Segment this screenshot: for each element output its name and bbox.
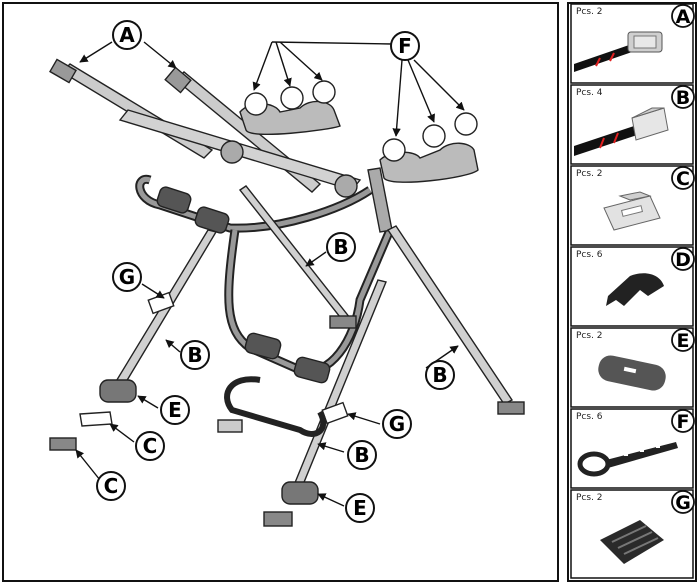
part-tile-b: Pcs. 4 B [570, 84, 695, 165]
part-tile-g: Pcs. 2 G [570, 489, 695, 579]
svg-text:G: G [675, 492, 691, 514]
svg-text:B: B [354, 443, 369, 467]
callout-g-left: G [112, 262, 142, 292]
svg-text:C: C [104, 474, 119, 498]
rack-drawing [49, 58, 525, 527]
callout-b-bottom: B [347, 440, 377, 470]
callout-e-right: E [345, 493, 375, 523]
callout-labels: A F B G B B E C [96, 20, 455, 523]
strap-holder-icon [606, 273, 664, 306]
callout-c-bottom: C [96, 471, 126, 501]
svg-text:B: B [187, 343, 202, 367]
svg-text:C: C [676, 168, 690, 190]
part-tile-a: Pcs. 2 A [570, 3, 695, 84]
callout-b-right: B [425, 360, 455, 390]
svg-text:F: F [677, 411, 690, 433]
part-tile-c: Pcs. 2 C [570, 165, 695, 246]
svg-text:F: F [398, 34, 412, 58]
svg-text:Pcs. 2: Pcs. 2 [576, 493, 603, 503]
part-tile-e: Pcs. 2 E [570, 327, 695, 408]
svg-text:Pcs. 2: Pcs. 2 [576, 7, 603, 17]
callout-f: F [390, 31, 420, 61]
rubber-strap-icon [577, 442, 678, 477]
svg-text:Pcs. 6: Pcs. 6 [576, 412, 603, 422]
ratchet-strap-icon [574, 31, 663, 72]
svg-text:Pcs. 4: Pcs. 4 [576, 88, 603, 98]
callout-b-left: B [180, 340, 210, 370]
callout-e-left: E [160, 395, 190, 425]
svg-text:A: A [676, 6, 691, 28]
hook-strap-icon [574, 107, 669, 156]
callout-c-middle: C [135, 431, 165, 461]
svg-text:E: E [353, 496, 367, 520]
svg-text:D: D [675, 249, 691, 271]
lower-webbing-loop [224, 376, 327, 437]
svg-text:G: G [119, 265, 135, 289]
metal-clip-icon [603, 191, 661, 231]
leader-arrows [75, 41, 465, 507]
foam-pad-icon [598, 355, 666, 391]
svg-text:Pcs. 2: Pcs. 2 [576, 331, 603, 341]
right-side-strap [386, 225, 514, 405]
parts-panel: Pcs. 2 A Pcs. 4 B [567, 2, 697, 582]
svg-text:C: C [143, 434, 158, 458]
svg-text:A: A [119, 23, 135, 47]
svg-text:G: G [389, 412, 405, 436]
main-diagram-frame [2, 2, 559, 582]
callout-a: A [112, 20, 142, 50]
svg-text:Pcs. 2: Pcs. 2 [576, 169, 603, 179]
callout-b-center: B [326, 232, 356, 262]
buckle-icon [600, 520, 664, 564]
part-tile-d: Pcs. 6 D [570, 246, 695, 327]
svg-text:E: E [677, 330, 690, 352]
part-tile-f: Pcs. 6 F [570, 408, 695, 489]
svg-text:B: B [676, 87, 690, 109]
svg-text:B: B [432, 363, 447, 387]
svg-text:Pcs. 6: Pcs. 6 [576, 250, 603, 260]
svg-text:E: E [168, 398, 182, 422]
callout-g-right: G [382, 409, 412, 439]
svg-text:B: B [333, 235, 348, 259]
